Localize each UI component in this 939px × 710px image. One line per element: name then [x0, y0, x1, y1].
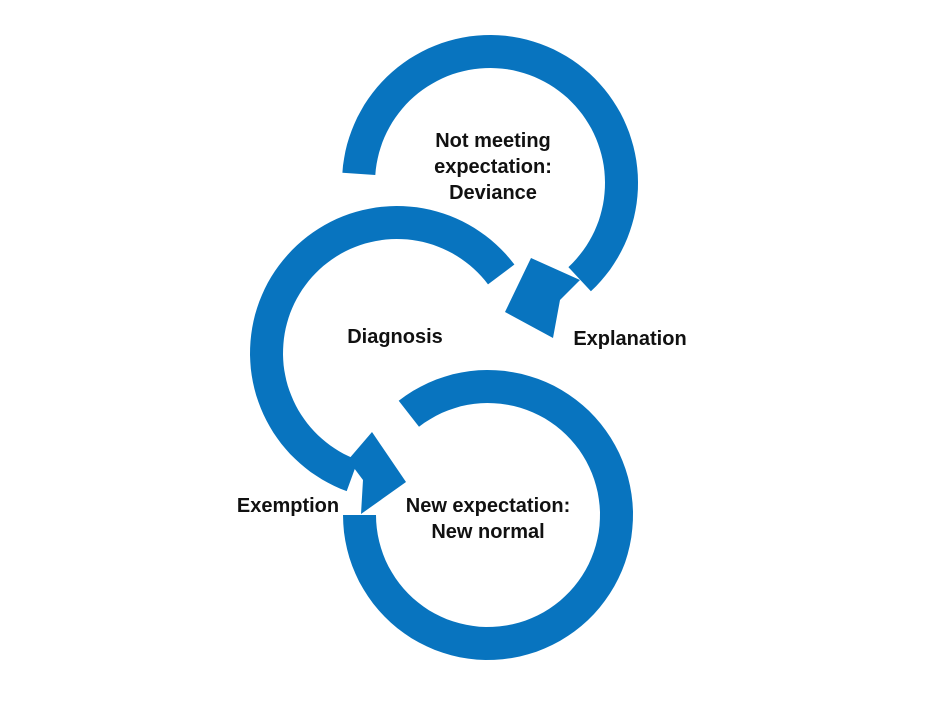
arrowhead-exemption [348, 432, 406, 514]
transition-explanation-text: Explanation [573, 328, 687, 350]
transition-explanation-label: Explanation [560, 326, 700, 352]
node-deviance-label: Not meeting expectation: Deviance [393, 128, 593, 206]
transition-exemption-label: Exemption [222, 493, 354, 519]
arrowhead-explanation [505, 258, 580, 338]
node-new-normal-line-1: New expectation: [405, 495, 571, 517]
transition-exemption-text: Exemption [236, 495, 340, 517]
node-new-normal-line-2: New normal [431, 521, 545, 543]
node-deviance-line-3: Deviance [449, 182, 537, 204]
node-diagnosis-label: Diagnosis [320, 324, 470, 350]
arc-deviance [342, 35, 638, 292]
node-diagnosis-line-1: Diagnosis [347, 326, 443, 348]
node-new-normal-label: New expectation: New normal [388, 493, 588, 545]
node-deviance-line-1: Not meeting [435, 130, 551, 152]
node-deviance-line-2: expectation: [434, 156, 552, 178]
